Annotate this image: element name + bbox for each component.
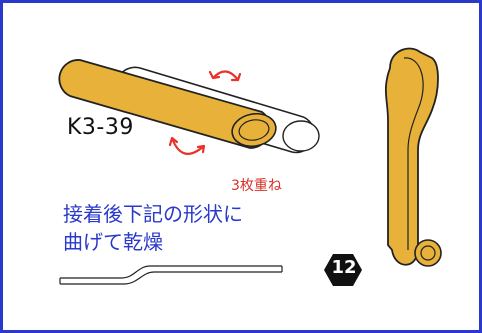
instruction-line-1: 接着後下記の形状に <box>63 202 243 226</box>
instruction-text: 接着後下記の形状に 曲げて乾燥 <box>63 200 243 256</box>
bend-profile-guide <box>59 265 283 285</box>
instruction-line-2: 曲げて乾燥 <box>63 230 163 254</box>
front-strip <box>58 59 277 149</box>
bent-part-side-view <box>384 47 442 267</box>
stack-note: 3枚重ね <box>231 178 282 194</box>
rotate-arrow-top-icon <box>208 70 242 82</box>
rotate-arrow-bottom-icon <box>168 136 206 155</box>
step-badge <box>324 254 362 286</box>
part-label: K3-39 <box>67 115 134 140</box>
step-number: 12 <box>331 257 357 278</box>
